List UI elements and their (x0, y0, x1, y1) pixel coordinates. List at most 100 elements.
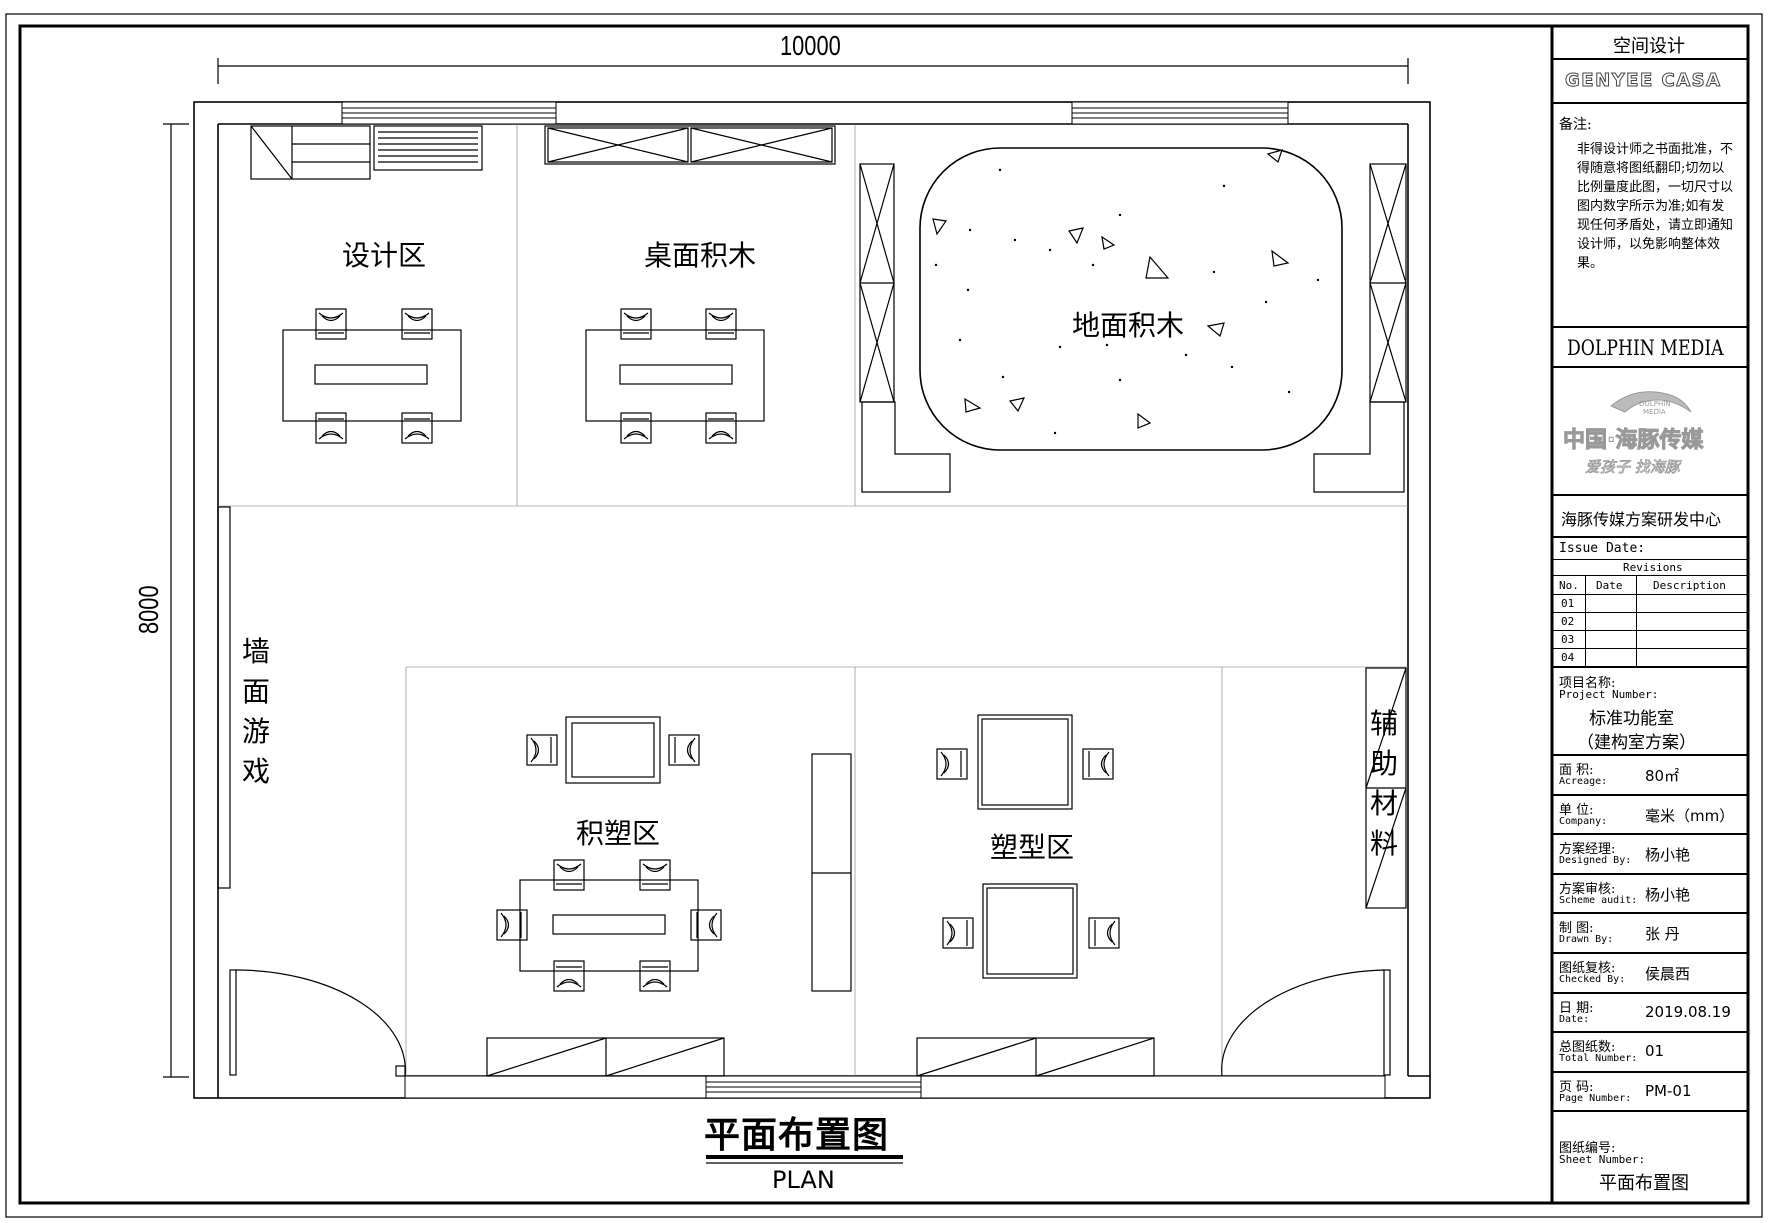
chair-seat (668, 734, 700, 766)
tb-info-value: 2019.08.19 (1645, 1002, 1731, 1021)
tb-logo-slogan: 爱孩子 找海豚 (1585, 458, 1681, 477)
plan-title-underline (706, 1155, 903, 1164)
chair-back (708, 312, 734, 319)
chair-icon (705, 308, 737, 340)
chair-back-inner (708, 915, 715, 935)
tb-project-value-2: （建构室方案） (1577, 733, 1696, 753)
tb-info-value: 杨小艳 (1645, 885, 1691, 904)
table-center-bar (619, 364, 733, 385)
window-top-left (341, 101, 557, 125)
tb-info-value: PM-01 (1645, 1081, 1692, 1100)
zone-label-aux-materials: 辅 助 材 料 (1370, 704, 1400, 864)
chair-icon (401, 308, 433, 340)
chair-icon (1088, 917, 1120, 949)
tb-brand-cell: GENYEE CASA (1553, 60, 1748, 104)
rug-triangles (932, 149, 1290, 429)
chair-back (500, 912, 507, 938)
wall-games-char: 墙 (242, 635, 271, 668)
sheet-inner-frame (18, 24, 1750, 1205)
tb-info-row: 方案审核:Scheme audit:杨小艳 (1553, 875, 1748, 915)
tb-info-row: 页 码:Page Number:PM-01 (1553, 1073, 1748, 1113)
tb-rev-header-no: No. (1559, 579, 1579, 592)
chair-back-inner (321, 315, 341, 322)
tb-logo-small-1: DOLPHIN (1639, 400, 1671, 408)
tb-sheet-label-en: Sheet Number: (1559, 1153, 1646, 1166)
chair-back-inner (626, 430, 646, 437)
chair-icon (315, 308, 347, 340)
tb-notes: 非得设计师之书面批准，不 得随意将图纸翻印;切勿以 比例量度此图，一切尺寸以 图… (1577, 140, 1733, 273)
chair-icon (639, 859, 671, 891)
center-storage (811, 753, 852, 992)
title-block: 空间设计 GENYEE CASA 备注: 非得设计师之书面批准，不 得随意将图纸… (1553, 26, 1748, 1203)
door-right (1221, 969, 1391, 1077)
chair-back-inner (943, 754, 950, 774)
square-table-inner (981, 718, 1069, 806)
zone-label-modeling: 塑型区 (990, 831, 1075, 864)
tb-sheet-value: 平面布置图 (1599, 1173, 1689, 1194)
wall-game-panel (217, 506, 231, 889)
wall-games-char: 面 (242, 675, 271, 708)
tb-info-label-en: Page Number: (1559, 1092, 1632, 1104)
sheet-outer-frame (5, 13, 1763, 1218)
table-center-bar (552, 914, 666, 935)
chair-seat (942, 917, 974, 949)
chair-back-inner (949, 923, 956, 943)
tb-logo-small-2: MEDIA (1643, 408, 1666, 416)
zone-label-design: 设计区 (342, 239, 427, 272)
chair-seat (496, 909, 528, 941)
rug-dots (934, 168, 1320, 435)
chair-back (623, 312, 649, 319)
chair-seat (705, 412, 737, 444)
tb-info-label: 单 位: (1559, 802, 1594, 818)
chair-back-inner (321, 430, 341, 437)
chair-back (623, 433, 649, 440)
aux-material-cabinet (1365, 667, 1407, 909)
chair-icon (1082, 748, 1114, 780)
tb-info-label-en: Company: (1559, 815, 1608, 827)
chair-back (689, 737, 696, 763)
chair-icon (401, 412, 433, 444)
square-table (977, 714, 1073, 810)
dolphin-logo-icon (1610, 391, 1692, 413)
tb-note-line: 非得设计师之书面批准，不 (1577, 142, 1734, 157)
window-top-right (1071, 101, 1289, 125)
chair-back (404, 433, 430, 440)
tb-info-row: 图纸复核:Checked By:侯晨西 (1553, 954, 1748, 994)
chair-icon (668, 734, 700, 766)
wall-games-char: 戏 (242, 755, 271, 788)
chair-seat (639, 960, 671, 992)
chair-seat (315, 412, 347, 444)
tb-info-value: 侯晨西 (1645, 965, 1691, 983)
tb-rev-table: No. Date Description 01 02 03 04 (1553, 576, 1748, 668)
tb-revisions-cell: Revisions (1553, 560, 1748, 576)
chair-back (556, 863, 582, 870)
tb-note-line: 比例量度此图，一切尺寸以 (1577, 180, 1734, 195)
chair-icon (496, 909, 528, 941)
plan-title: 平面布置图 (704, 1115, 890, 1156)
chair-seat (639, 859, 671, 891)
chair-back-inner (407, 315, 427, 322)
chair-seat (1082, 748, 1114, 780)
chair-back-inner (686, 740, 693, 760)
tb-issue-date: Issue Date: (1559, 541, 1646, 556)
square-table (982, 883, 1078, 979)
tb-rev-header-date: Date (1596, 579, 1623, 592)
aux-materials-char: 料 (1370, 827, 1399, 860)
chair-icon (315, 412, 347, 444)
tb-company-cn-cell: 海豚传媒方案研发中心 (1553, 496, 1748, 538)
chair-back-inner (1106, 923, 1113, 943)
tb-note-line: 现任何矛盾处，请立即通知 (1577, 218, 1734, 233)
chair-seat (553, 960, 585, 992)
chair-seat (526, 734, 558, 766)
chair-icon (705, 412, 737, 444)
cabinet-top-middle (544, 125, 836, 165)
dimension-width (217, 58, 1409, 84)
tb-info-label-en: Drawn By: (1559, 934, 1614, 946)
tb-project-value-1: 标准功能室 (1589, 709, 1674, 729)
tb-info-row: 日 期:Date:2019.08.19 (1553, 994, 1748, 1034)
cabinet-bottom-right (916, 1037, 1155, 1077)
tb-rev-header-desc: Description (1653, 579, 1726, 592)
chair-back (642, 981, 668, 988)
zone-dividers (218, 124, 1408, 1076)
tb-notes-cell: 备注: 非得设计师之书面批准，不 得随意将图纸翻印;切勿以 比例量度此图，一切尺… (1553, 104, 1748, 328)
